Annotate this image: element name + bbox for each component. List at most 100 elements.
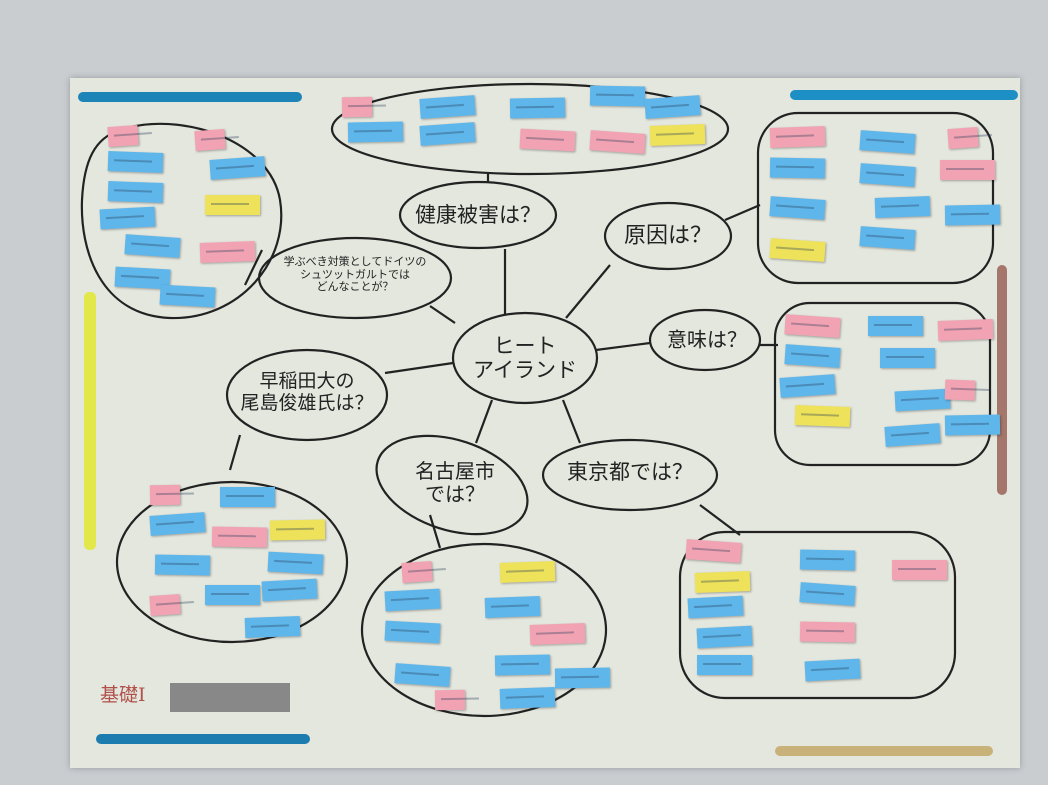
- sticky-note-blue: [644, 95, 701, 119]
- sticky-note-blue: [209, 156, 266, 180]
- sticky-note-blue: [107, 151, 164, 173]
- sticky-note-pink: [589, 130, 646, 154]
- branch-health: 健康被害は？: [415, 202, 541, 227]
- poster-board: [70, 78, 1020, 768]
- sticky-note-pink: [194, 128, 226, 152]
- sticky-note-blue: [687, 595, 744, 619]
- sticky-note-blue: [769, 157, 826, 179]
- sticky-note-pink: [529, 623, 586, 645]
- sticky-note-blue: [868, 316, 923, 336]
- sticky-note-blue: [784, 344, 841, 368]
- sticky-note-yellow: [499, 561, 556, 583]
- sticky-note-blue: [99, 206, 156, 230]
- sticky-note-blue: [779, 374, 836, 398]
- sticky-note-pink: [149, 484, 181, 506]
- sticky-note-blue: [154, 554, 211, 576]
- sticky-note-blue: [244, 616, 301, 638]
- sticky-note-yellow: [649, 124, 706, 146]
- branch-stuttgart: 学ぶべき対策としてドイツの シュツットガルトでは どんなことが？: [283, 255, 427, 294]
- sticky-note-pink: [940, 160, 995, 180]
- corner-label: 基礎Ⅰ: [100, 684, 146, 706]
- branch-nagoya: 名古屋市 では？: [415, 459, 495, 506]
- sticky-note-blue: [859, 226, 916, 250]
- sticky-note-blue: [804, 658, 861, 682]
- sticky-note-pink: [947, 126, 979, 150]
- sticky-note-blue: [944, 204, 1001, 226]
- sticky-note-blue: [494, 654, 551, 676]
- brown-magnet-bar: [997, 265, 1007, 495]
- sticky-note-blue: [499, 687, 556, 709]
- sticky-note-pink: [769, 126, 826, 148]
- sticky-note-pink: [519, 128, 576, 152]
- sticky-note-pink: [107, 124, 139, 148]
- sticky-note-blue: [384, 620, 441, 644]
- sticky-note-blue: [874, 196, 931, 218]
- sticky-note-blue: [884, 423, 941, 447]
- sticky-note-blue: [261, 578, 318, 602]
- blue-magnet-bar: [96, 734, 310, 744]
- sticky-note-pink: [685, 539, 742, 563]
- sticky-note-blue: [220, 487, 275, 507]
- cluster-outline: [330, 82, 730, 176]
- sticky-note-blue: [589, 85, 646, 107]
- gold-magnet-bar: [775, 746, 993, 756]
- sticky-note-blue: [419, 95, 476, 119]
- branch-outline: [398, 180, 558, 250]
- sticky-note-yellow: [205, 195, 260, 215]
- sticky-note-blue: [769, 196, 826, 220]
- sticky-note-blue: [347, 121, 404, 143]
- sticky-note-blue: [419, 122, 476, 146]
- center-node: ヒート アイランド: [473, 333, 577, 382]
- cluster-outline: [360, 542, 608, 718]
- sticky-note-blue: [880, 348, 935, 368]
- sticky-note-blue: [394, 663, 451, 687]
- sticky-note-blue: [696, 625, 753, 649]
- sticky-note-blue: [554, 667, 611, 689]
- sticky-note-yellow: [694, 571, 751, 593]
- sticky-note-blue: [859, 130, 916, 154]
- branch-meaning: 意味は？: [667, 327, 747, 352]
- sticky-note-pink: [149, 593, 181, 617]
- sticky-note-blue: [697, 655, 752, 675]
- center-node-outline: [451, 311, 599, 405]
- branch-cause: 原因は？: [623, 223, 713, 249]
- sticky-note-blue: [799, 582, 856, 606]
- sticky-note-pink: [434, 689, 466, 711]
- sticky-note-pink: [401, 560, 433, 584]
- sticky-note-pink: [892, 560, 947, 580]
- sticky-note-pink: [937, 319, 994, 341]
- sticky-note-pink: [799, 621, 856, 643]
- branch-outline: [603, 201, 733, 271]
- sticky-note-blue: [384, 588, 441, 612]
- sticky-note-pink: [341, 96, 373, 118]
- cluster-outline: [773, 301, 992, 467]
- cluster-outline: [80, 122, 283, 320]
- sticky-note-blue: [484, 596, 541, 618]
- branch-waseda: 早稲田大の 尾島俊雄氏は？: [240, 370, 374, 414]
- cluster-outline: [756, 111, 995, 285]
- sticky-note-blue: [149, 512, 206, 536]
- yellow-magnet-bar: [84, 292, 96, 550]
- blue-magnet-bar: [78, 92, 302, 102]
- sticky-note-blue: [159, 284, 216, 308]
- sticky-note-blue: [944, 414, 1001, 436]
- sticky-note-pink: [944, 379, 976, 401]
- sticky-note-blue: [799, 549, 856, 571]
- branch-outline: [648, 308, 762, 372]
- sticky-note-pink: [199, 241, 256, 263]
- branch-tokyo: 東京都では？: [567, 459, 693, 484]
- sticky-note-yellow: [794, 405, 851, 427]
- sticky-note-pink: [211, 526, 268, 548]
- branch-outline: [375, 434, 529, 536]
- sticky-note-blue: [509, 97, 566, 119]
- cluster-outline: [115, 480, 349, 644]
- sticky-note-blue: [107, 181, 164, 203]
- sticky-note-blue: [124, 234, 181, 258]
- sticky-note-yellow: [769, 238, 826, 262]
- sticky-note-blue: [894, 388, 951, 412]
- blue-magnet-bar: [790, 90, 1018, 100]
- sticky-note-blue: [267, 551, 324, 575]
- branch-outline: [225, 348, 389, 442]
- redacted-name-box: [170, 683, 290, 712]
